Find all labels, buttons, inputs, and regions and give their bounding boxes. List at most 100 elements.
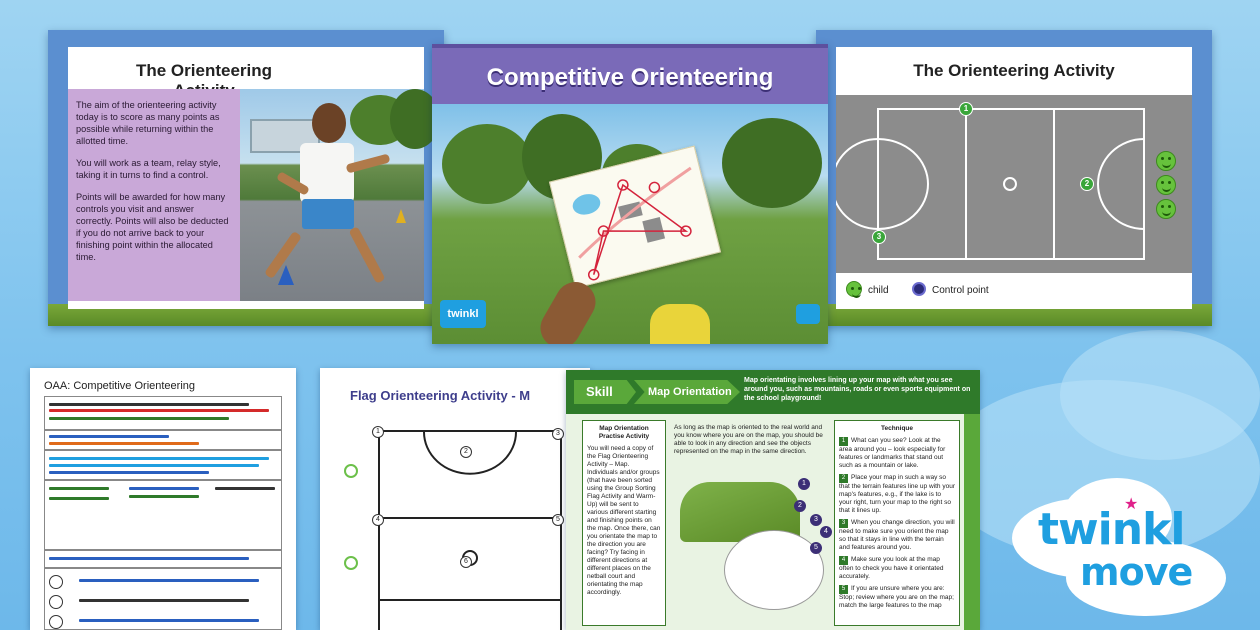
instruction-paragraph: You will work as a team, relay style, ta… — [76, 158, 221, 180]
text-line — [215, 487, 275, 490]
flag-activity-map-document[interactable]: Flag Orienteering Activity - M 1 2 3 4 5… — [320, 368, 590, 630]
control-point-2: 2 — [1080, 177, 1094, 191]
activity-icon — [49, 595, 63, 609]
text-line — [49, 471, 209, 474]
explanation-text: As long as the map is oriented to the re… — [674, 424, 823, 455]
flag-ring-icon — [344, 464, 358, 478]
runner-shirt — [300, 143, 354, 203]
plan-section-prior-learning — [44, 550, 282, 568]
slide-grass-border — [816, 304, 1212, 326]
slide-grass-border — [48, 304, 444, 326]
text-line — [49, 557, 249, 560]
child-icon — [1156, 175, 1176, 195]
orienteering-map — [548, 145, 722, 289]
sleeve — [650, 304, 710, 344]
flag-marker: 3 — [552, 428, 564, 440]
practise-activity-box: Map Orientation Practise Activity You wi… — [582, 420, 666, 626]
map-drawing — [572, 166, 692, 281]
runner-head — [312, 103, 346, 143]
runner-shorts — [302, 199, 354, 229]
plan-section-preparation — [44, 450, 282, 480]
slide-title: Competitive Orienteering — [486, 64, 774, 91]
flag-marker: 2 — [460, 446, 472, 458]
text-line — [49, 417, 229, 420]
text-line — [49, 464, 259, 467]
logo-word-twinkl: twinkl — [1038, 504, 1185, 555]
tree — [390, 89, 440, 149]
map-orientation-skill-card[interactable]: Skill Map Orientation Map orientating in… — [566, 370, 980, 630]
control-point-3: 3 — [872, 230, 886, 244]
text-line — [49, 487, 109, 490]
flag-marker: 5 — [552, 514, 564, 526]
skill-label: Skill — [574, 380, 636, 404]
instructions-box: The aim of the orienteering activity tod… — [68, 89, 240, 301]
runner-leg — [348, 226, 386, 284]
document-title: Flag Orienteering Activity - M — [350, 388, 531, 403]
text-line — [129, 495, 199, 498]
netball-court: 1 2 3 — [831, 95, 1192, 273]
slide-content: The Orienteering Activity 1 2 3 child Co… — [831, 47, 1192, 309]
title-banner: Competitive Orienteering — [432, 44, 828, 104]
tree — [442, 124, 532, 204]
flag-marker: 6 — [460, 556, 472, 568]
text-line — [49, 403, 249, 406]
technique-text: When you change direction, you will need… — [839, 519, 955, 551]
text-line — [49, 442, 199, 445]
runner-illustration — [220, 89, 440, 301]
text-line — [49, 457, 269, 460]
twinkl-move-logo: ★ twinkl move — [1012, 470, 1232, 620]
text-line — [49, 497, 109, 500]
activity-icon — [49, 615, 63, 629]
lesson-plan-document[interactable]: OAA: Competitive Orienteering — [30, 368, 296, 630]
corner-logo-icon — [796, 304, 820, 324]
skill-description: Map orientating involves lining up your … — [744, 377, 971, 402]
slide-title: The Orienteering Activity — [913, 61, 1115, 80]
park-scene: twinkl — [432, 104, 828, 344]
practise-activity-title: Map Orientation Practise Activity — [598, 425, 650, 440]
technique-text: Place your map in such a way so that the… — [839, 474, 955, 514]
slide-court-map[interactable]: The Orienteering Activity 1 2 3 child Co… — [816, 30, 1212, 326]
diagram-number: 1 — [798, 478, 810, 490]
child-icon — [1156, 199, 1176, 219]
step-number-icon: 2 — [839, 474, 848, 483]
technique-title: Technique — [880, 425, 914, 432]
instruction-paragraph: The aim of the orienteering activity tod… — [76, 100, 220, 146]
text-line — [79, 579, 259, 582]
instruction-paragraph: Points will be awarded for how many cont… — [76, 192, 229, 262]
orientation-explanation: As long as the map is oriented to the re… — [670, 420, 832, 626]
practise-activity-text: You will need a copy of the Flag Oriente… — [587, 445, 661, 596]
tree — [722, 118, 822, 208]
diagram-number: 4 — [820, 526, 832, 538]
step-number-icon: 3 — [839, 519, 848, 528]
document-title: OAA: Competitive Orienteering — [44, 380, 196, 392]
skill-card-header: Skill Map Orientation Map orientating in… — [566, 370, 980, 414]
control-point-icon — [912, 282, 926, 296]
step-number-icon: 4 — [839, 556, 848, 565]
court-lines — [831, 108, 1145, 260]
cone-icon — [396, 209, 406, 223]
slide-competitive-orienteering[interactable]: Competitive Orienteering twinkl — [432, 44, 828, 344]
court-outline — [378, 430, 562, 630]
plan-section-resources — [44, 430, 282, 450]
court-lines — [380, 431, 560, 601]
logo-cloud — [1066, 540, 1226, 616]
text-line — [49, 435, 169, 438]
diagram-number: 5 — [810, 542, 822, 554]
flag-marker: 1 — [372, 426, 384, 438]
diagram-number: 2 — [794, 500, 806, 512]
technique-text: Make sure you look at the map often to c… — [839, 556, 944, 580]
child-icon — [1156, 151, 1176, 171]
plan-section-lets-get-going — [44, 568, 282, 630]
child-icon — [846, 281, 862, 298]
slide-content: The Orienteering Activity The aim of the… — [68, 47, 440, 309]
slide-orienteering-activity[interactable]: The Orienteering Activity The aim of the… — [48, 30, 444, 326]
technique-text: What can you see? Look at the area aroun… — [839, 437, 946, 469]
text-line — [79, 599, 249, 602]
activity-icon — [49, 575, 63, 589]
